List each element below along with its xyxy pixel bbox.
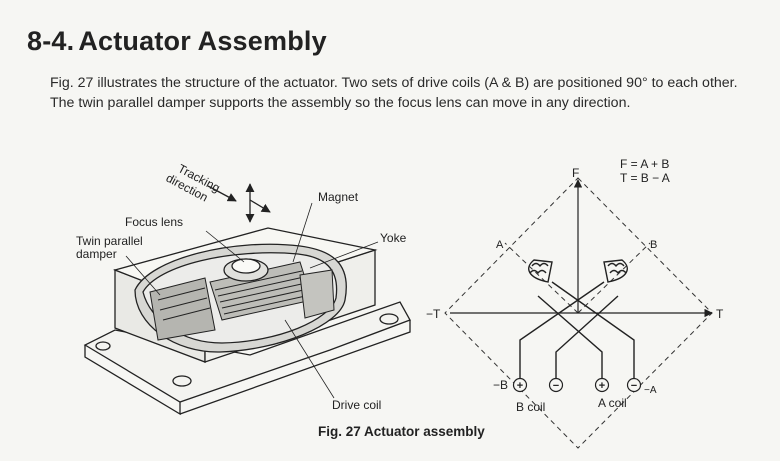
focus-lens-icon [231,258,261,274]
label-damper: damper [76,247,117,261]
label-a-coil: A coil [598,396,627,410]
equation-t: T = B − A [620,171,670,185]
section-title: Actuator Assembly [78,26,327,56]
figure-caption: Fig. 27 Actuator assembly [318,424,485,439]
label-drive-coil: Drive coil [332,398,381,412]
label-t: T [716,307,724,321]
label-f: F [572,166,579,180]
label-magnet: Magnet [318,190,359,204]
terminal-sign: − [553,380,559,392]
terminal-minus-icon [548,377,564,393]
terminal-sign: − [631,380,637,392]
section-number: 8-4. [27,26,75,56]
label-twin-parallel: Twin parallel [76,234,143,248]
label-b-coil: B coil [516,400,545,414]
terminal-neg-a-icon [626,377,642,393]
label-neg-b: −B [493,378,508,392]
terminal-neg-b-icon [512,377,528,393]
label-neg-t: −T [426,307,441,321]
section-heading: 8-4.Actuator Assembly [27,26,327,57]
terminal-plus-icon [594,377,610,393]
label-a: A [496,239,504,251]
equation-f: F = A + B [620,157,669,171]
mount-hole-icon [379,313,399,325]
actuator-drawing [83,183,411,416]
terminal-sign: + [599,380,605,392]
mount-hole-icon [172,375,192,387]
coil-vector-diagram: + − + − F = A + B T = B − A F A B −T T −… [426,157,724,449]
label-b: B [650,239,657,251]
terminal-sign: + [517,380,523,392]
body-paragraph: Fig. 27 illustrates the structure of the… [50,75,738,111]
label-neg-a: −A [644,385,657,396]
label-focus-lens: Focus lens [125,215,183,229]
label-yoke: Yoke [380,231,407,245]
